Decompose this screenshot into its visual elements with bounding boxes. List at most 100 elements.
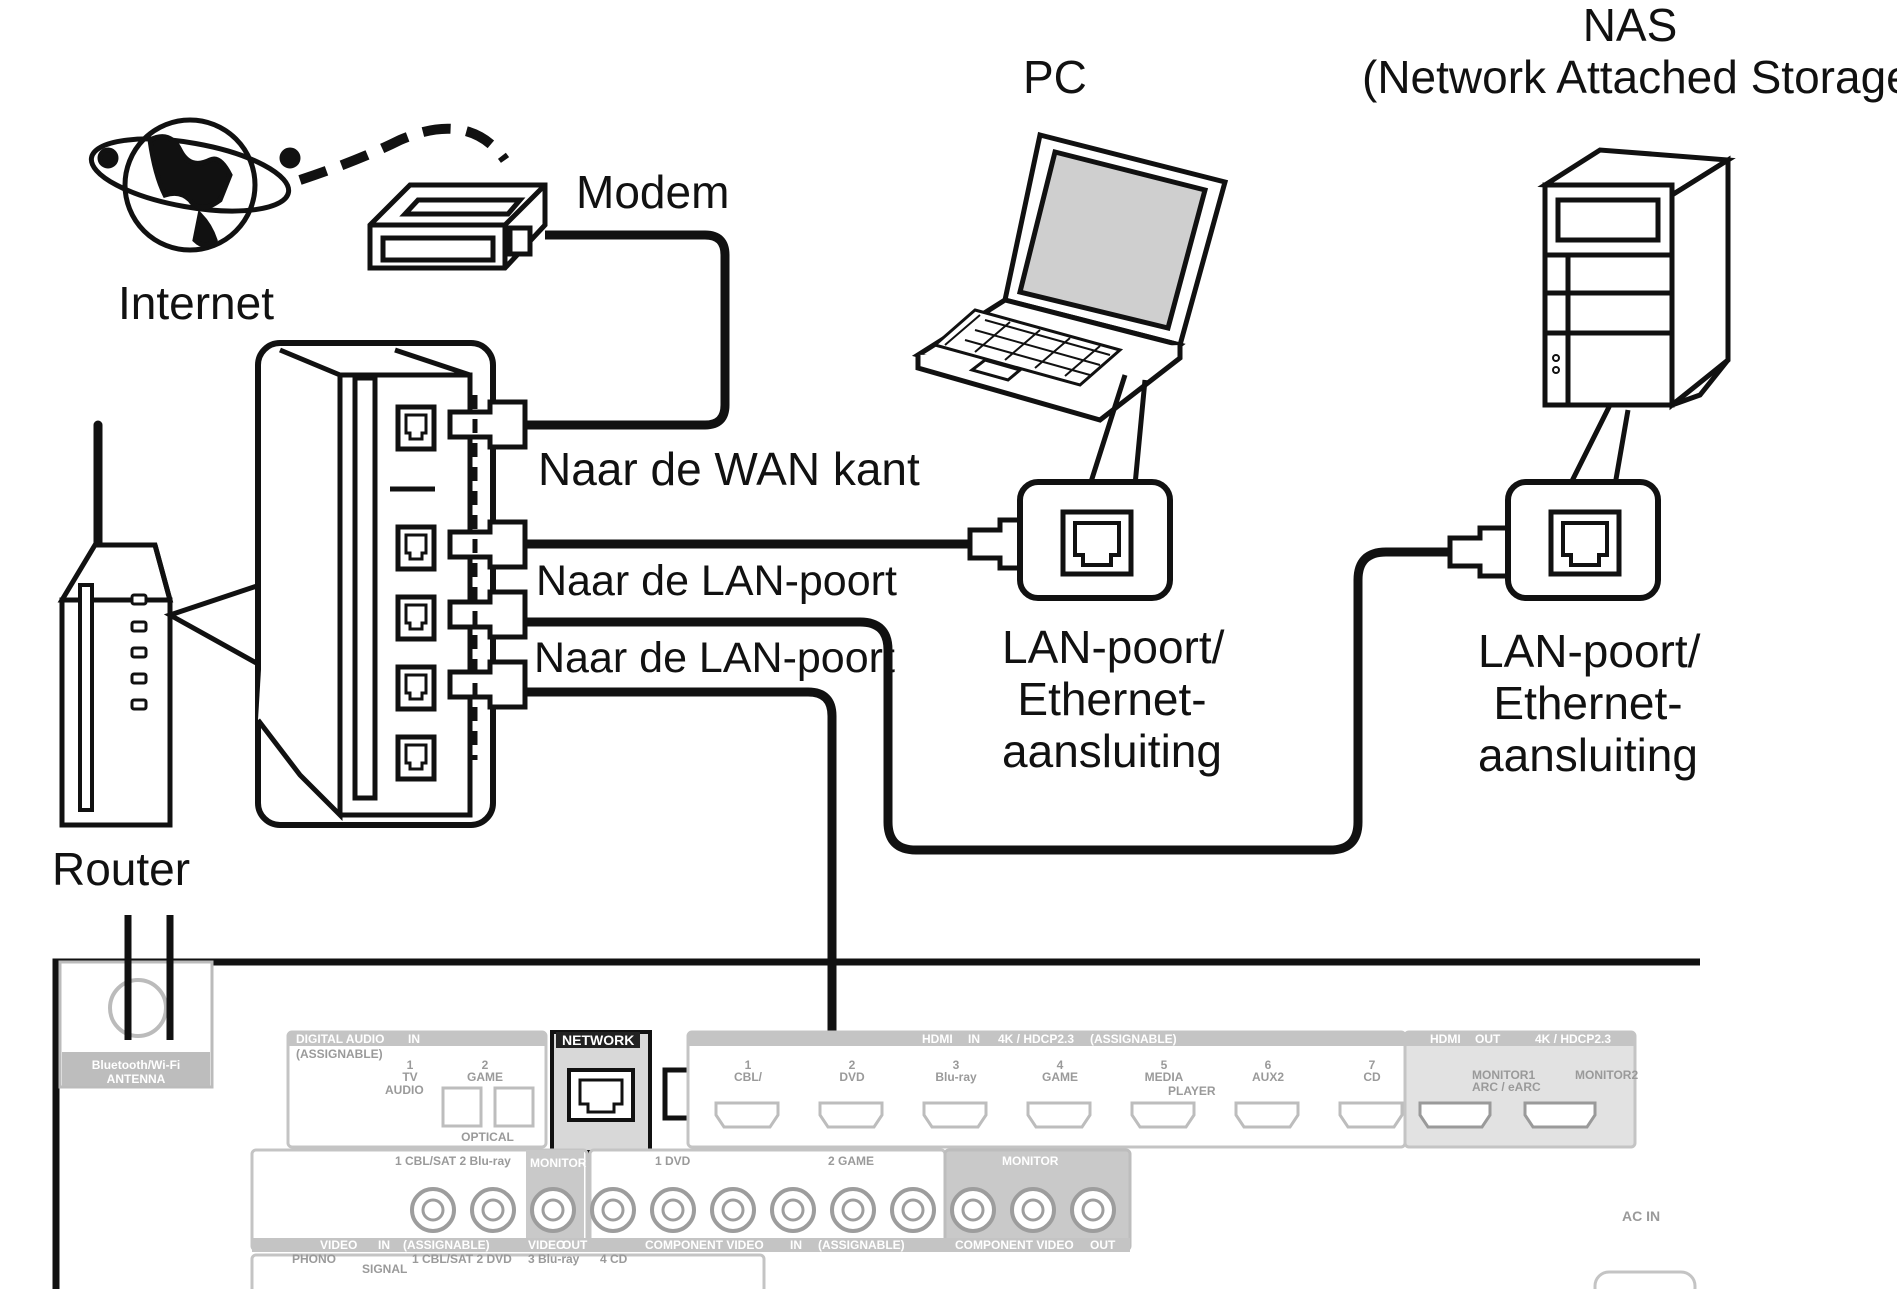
modem-wan-cable — [520, 230, 730, 430]
hdmi-in-assignable: (ASSIGNABLE) — [1090, 1032, 1177, 1046]
router-detail — [256, 347, 473, 822]
video-row-labels: 1 CBL/SAT 2 Blu-ray — [395, 1154, 511, 1168]
nas-port-label-3: aansluiting — [1478, 729, 1698, 781]
ac-in-label: AC IN — [1622, 1208, 1661, 1224]
rca-jack-center — [601, 1198, 625, 1222]
hdmi-port-name: CD — [1363, 1070, 1381, 1084]
phono-label: PHONO — [292, 1252, 337, 1266]
rca-jack-center — [841, 1198, 865, 1222]
wan-label: Naar de WAN kant — [538, 443, 920, 495]
component-monitor-label: MONITOR — [1002, 1154, 1059, 1168]
rca-jack-center — [661, 1198, 685, 1222]
hdmi-in-port — [922, 1101, 988, 1129]
pc-port-label-2: Ethernet- — [1017, 673, 1207, 725]
rca-jack-center — [961, 1198, 985, 1222]
nas-lan-port-icon — [1548, 509, 1622, 577]
rca-jack-center — [901, 1198, 925, 1222]
nas-title: NAS — [1582, 0, 1678, 51]
hdmi-out-tag: OUT — [1475, 1032, 1501, 1046]
component-out-tag: OUT — [1090, 1238, 1116, 1252]
component-dvd-label: 1 DVD — [655, 1154, 691, 1168]
hdmi-in-spec: 4K / HDCP2.3 — [998, 1032, 1075, 1046]
media-player-label-2: PLAYER — [1168, 1084, 1216, 1098]
game-num: 2 — [481, 1058, 489, 1072]
lan-label-1: Naar de LAN-poort — [536, 557, 897, 605]
digital-audio-label: DIGITAL AUDIO — [296, 1032, 385, 1046]
router-icon — [57, 420, 174, 828]
rca-jack-center — [1021, 1198, 1045, 1222]
rca-jack-center — [541, 1198, 565, 1222]
video-out-tag: OUT — [562, 1238, 588, 1252]
digital-audio-assignable: (ASSIGNABLE) — [296, 1047, 383, 1061]
optical-label: OPTICAL — [461, 1130, 514, 1144]
network-label: NETWORK — [556, 1032, 641, 1048]
rca-jack-center — [1081, 1198, 1105, 1222]
hdmi-port-name: DVD — [839, 1070, 865, 1084]
pc-port-label-3: aansluiting — [1002, 725, 1222, 777]
hdmi-in-port — [1338, 1101, 1404, 1129]
hdmi-port-number: 3 — [952, 1058, 960, 1072]
rca-jack-center — [481, 1198, 505, 1222]
hdmi-port-number: 4 — [1056, 1058, 1064, 1072]
nas-tower-icon — [1537, 147, 1736, 411]
nas-callout — [1567, 403, 1631, 487]
hdmi-out-spec: 4K / HDCP2.3 — [1535, 1032, 1612, 1046]
signal-gnd-label: SIGNAL — [362, 1262, 408, 1276]
bt-antenna-label: Bluetooth/Wi-Fi — [91, 1058, 181, 1072]
video-assignable: (ASSIGNABLE) — [403, 1238, 490, 1252]
hdmi-in-port — [1130, 1101, 1196, 1129]
pc-lan-port-icon — [1060, 509, 1134, 577]
nas-port-label-2: Ethernet- — [1493, 677, 1683, 729]
internet-globe-icon — [88, 117, 301, 253]
hdmi-in-label: HDMI — [922, 1032, 953, 1046]
video-in-label: VIDEO — [320, 1238, 358, 1252]
rca-jack-center — [721, 1198, 745, 1222]
hdmi-port-name: Blu-ray — [935, 1070, 977, 1084]
internet-label: Internet — [118, 277, 274, 329]
audio-bluray-label: 3 Blu-ray — [528, 1252, 580, 1266]
hdmi-in-port — [1026, 1101, 1092, 1129]
hdmi-in-port — [714, 1101, 780, 1129]
modem-label: Modem — [576, 166, 730, 218]
hdmi-port-name: AUX2 — [1251, 1070, 1284, 1084]
nas-cable — [525, 547, 1455, 855]
hdmi-port-number: 2 — [848, 1058, 856, 1072]
component-assignable: (ASSIGNABLE) — [818, 1238, 905, 1252]
hdmi-out-port — [1523, 1101, 1597, 1129]
hdmi-port-name: GAME — [1042, 1070, 1078, 1084]
monitor2-label: MONITOR2 — [1575, 1068, 1639, 1082]
video-out-label: VIDEO — [528, 1238, 566, 1252]
audio-row-label: 1 CBL/SAT 2 DVD — [412, 1252, 512, 1266]
video-monitor-label: MONITOR — [530, 1156, 587, 1170]
router-callout — [163, 581, 263, 670]
component-game-label: 2 GAME — [828, 1154, 875, 1168]
hdmi-port-number: 1 — [744, 1058, 752, 1072]
hdmi-port-number: 6 — [1264, 1058, 1272, 1072]
component-label: COMPONENT VIDEO — [645, 1238, 764, 1252]
hdmi-ports — [714, 1101, 1597, 1129]
hdmi-out-port — [1418, 1101, 1492, 1129]
hdmi-in-port — [818, 1101, 884, 1129]
laptop-icon — [911, 131, 1229, 423]
tv-audio-num: 1 — [406, 1058, 414, 1072]
tv-audio-label-2: AUDIO — [385, 1083, 424, 1097]
hdmi-in-tag: IN — [968, 1032, 980, 1046]
modem-icon — [367, 182, 548, 271]
hdmi-port-name: MEDIA — [1144, 1070, 1184, 1084]
nas-subtitle: (Network Attached Storage) — [1362, 51, 1897, 103]
router-label: Router — [52, 843, 191, 895]
hdmi-out-label: HDMI — [1430, 1032, 1461, 1046]
rca-jacks — [410, 1187, 1116, 1233]
lan-label-2: Naar de LAN-poort — [534, 634, 895, 682]
audio-cd-label: 4 CD — [600, 1252, 628, 1266]
pc-label: PC — [1023, 51, 1087, 103]
hdmi-port-number: 7 — [1368, 1058, 1376, 1072]
component-out-label: COMPONENT VIDEO — [955, 1238, 1074, 1252]
rca-jack-center — [781, 1198, 805, 1222]
digital-audio-in-tag: IN — [408, 1032, 420, 1046]
pc-port-label-1: LAN-poort/ — [1002, 621, 1225, 673]
hdmi-in-port — [1234, 1101, 1300, 1129]
component-in-tag: IN — [790, 1238, 802, 1252]
